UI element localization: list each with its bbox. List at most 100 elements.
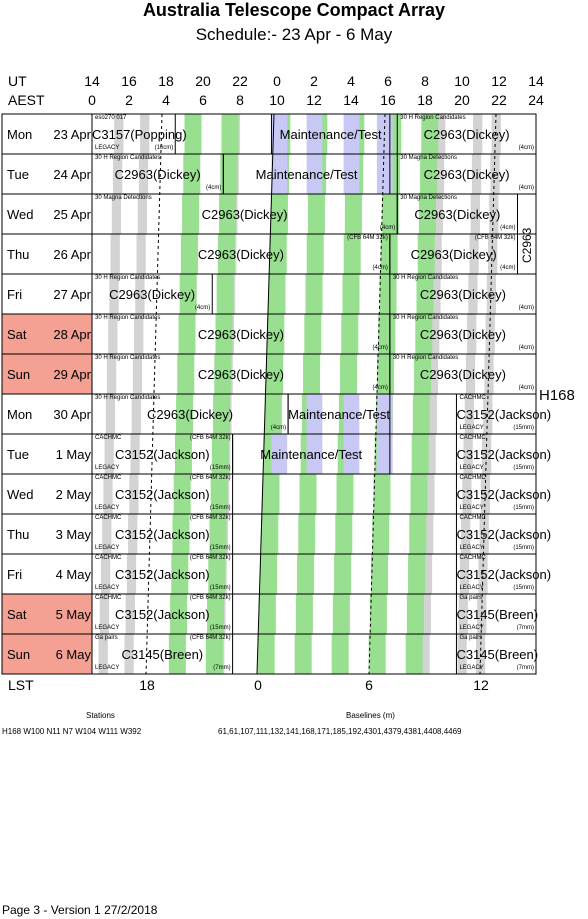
gray-band (470, 194, 480, 234)
green-band (342, 274, 360, 314)
block-bottom-note: LEGACY (459, 665, 484, 671)
block-top-note: 30 Magna Detections (400, 155, 457, 161)
block-top-right-note: (CFB 64M 32k) (347, 235, 388, 241)
green-band (182, 194, 200, 234)
gray-band (469, 234, 479, 274)
green-band (380, 234, 398, 274)
block-label: C3152(Jackson) (456, 447, 552, 462)
green-band (305, 274, 323, 314)
gray-band (105, 394, 116, 434)
green-band (264, 394, 282, 434)
gray-band (110, 234, 120, 274)
block-label: C2963(Dickey) (201, 207, 288, 222)
day-name: Mon (7, 406, 33, 422)
block-top-note: CACHMC (459, 555, 486, 561)
green-band (378, 314, 396, 354)
gray-band (131, 394, 141, 434)
green-band (266, 354, 284, 394)
gray-band (103, 474, 113, 514)
block-bottom-right-note: (4cm) (518, 305, 534, 311)
block-top-right-note: (CFB 64M 32k) (189, 555, 231, 561)
weekend-cell (2, 594, 92, 634)
gray-band (467, 314, 477, 354)
block-top-note: CACHMC (95, 555, 122, 561)
gray-band (137, 194, 147, 234)
ut-tick: 6 (384, 73, 392, 89)
block-bottom-right-note: (4cm) (194, 305, 211, 311)
day-date: 30 Apr (53, 406, 91, 422)
block-bottom-right-note: (15mm) (209, 585, 231, 591)
aest-label: AEST (8, 92, 45, 108)
block-bottom-right-note: (4cm) (379, 225, 396, 231)
block-top-note: CACHMC (95, 475, 122, 481)
gray-band (463, 434, 473, 474)
aest-tick: 8 (236, 92, 244, 108)
day-name: Sat (7, 326, 27, 342)
aest-tick: 24 (528, 92, 544, 108)
gray-band (109, 274, 119, 314)
block-top-note: CACHMC (459, 395, 486, 401)
block-label: C3157(Popping) (92, 127, 187, 142)
gray-band (106, 354, 117, 394)
green-band (221, 114, 239, 154)
block-label: Maintenance/Test (260, 447, 363, 462)
day-date: 28 Apr (53, 326, 91, 342)
green-band (298, 514, 316, 554)
block-label: C3145(Breen) (121, 647, 204, 662)
block-top-note: Ga pairs (459, 635, 483, 641)
green-band (270, 194, 288, 234)
maintenance-band (376, 434, 393, 474)
gray-band (465, 354, 476, 394)
green-band (335, 514, 353, 554)
vertical-project-label: C2963 (520, 198, 540, 273)
block-top-note: Ga pairs (95, 635, 118, 641)
green-band (261, 514, 279, 554)
block-label: C3152(Jackson) (114, 527, 210, 542)
block-label: C3145(Breen) (456, 647, 539, 662)
day-name: Tue (7, 446, 29, 462)
block-label: C3152(Jackson) (456, 567, 552, 582)
block-top-note: CACHMC (459, 435, 486, 441)
block-bottom-note: LEGACY (95, 585, 120, 591)
baselines-list: 61,61,107,111,132,141,168,171,185,192,43… (218, 727, 462, 736)
gray-band (129, 474, 139, 514)
block-top-note: CACHMC (459, 475, 486, 481)
aest-tick: 14 (343, 92, 359, 108)
block-top-note: CACHMC (95, 515, 122, 521)
block-top-note: 30 H Region Candidates (95, 395, 161, 401)
green-band (262, 474, 280, 514)
block-bottom-right-note: (15mm) (209, 465, 231, 471)
green-band (215, 314, 233, 354)
green-band (294, 634, 312, 674)
green-band (299, 474, 317, 514)
aest-tick: 16 (380, 92, 396, 108)
maintenance-band (376, 394, 393, 434)
aest-tick: 22 (491, 92, 507, 108)
day-date: 29 Apr (53, 366, 91, 382)
gray-band (124, 634, 134, 674)
gray-band (425, 474, 435, 514)
block-label: C2963(Dickey) (414, 207, 501, 222)
gray-band (140, 114, 150, 154)
gray-band (490, 154, 500, 194)
block-bottom-note: LEGACY (459, 505, 484, 511)
block-label: C2963(Dickey) (423, 127, 510, 142)
green-band (418, 194, 436, 234)
page-title: Australia Telescope Compact Array (142, 0, 446, 20)
aest-tick: 6 (199, 92, 207, 108)
block-bottom-note: LEGACY (95, 505, 120, 511)
green-band (411, 434, 429, 474)
green-band (306, 234, 324, 274)
green-band (410, 474, 428, 514)
gray-band (491, 114, 501, 154)
block-bottom-note: LEGACY (459, 545, 484, 551)
block-label: C3152(Jackson) (114, 487, 210, 502)
gray-band (485, 314, 495, 354)
gray-band (420, 634, 430, 674)
